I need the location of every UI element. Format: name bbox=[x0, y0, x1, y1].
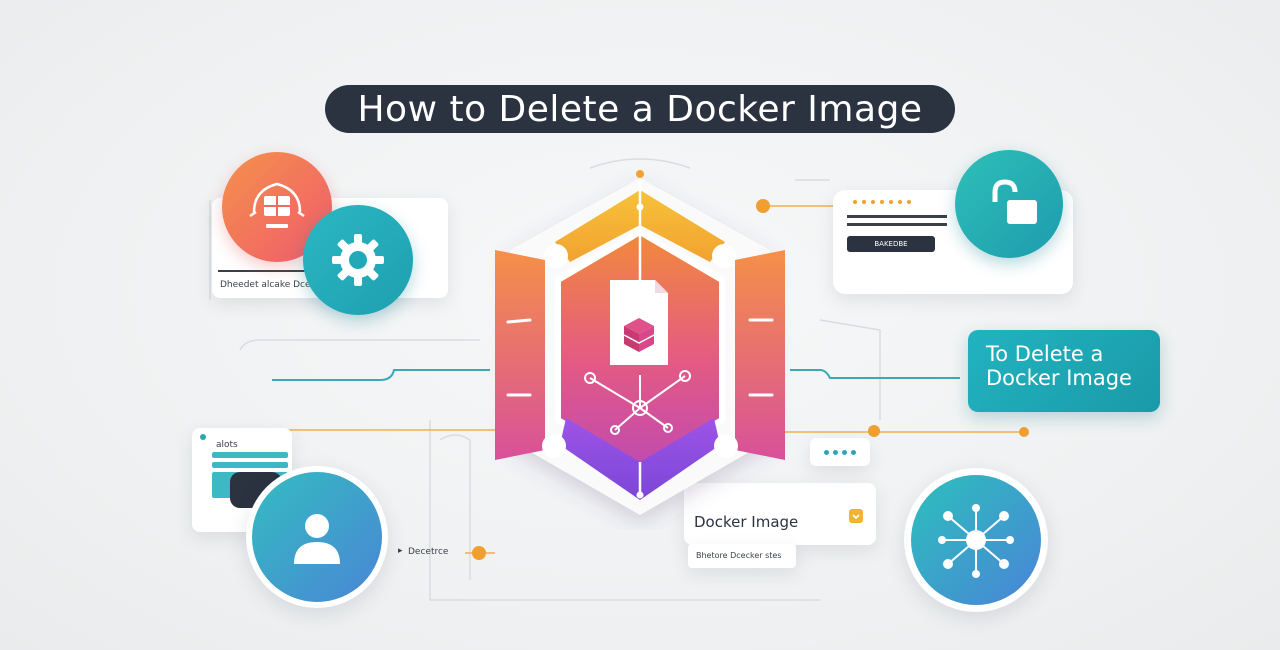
dot-row bbox=[853, 200, 911, 204]
bottom-caption-pointer: ▸ bbox=[398, 546, 403, 556]
gear-icon[interactable] bbox=[303, 205, 413, 315]
user-icon[interactable] bbox=[252, 472, 382, 602]
docker-image-sub: Bhetore Dcecker stes bbox=[696, 551, 782, 560]
teal-card-line2: Docker Image bbox=[986, 366, 1132, 390]
central-hexagon-shield bbox=[495, 170, 785, 515]
divider bbox=[218, 270, 313, 272]
teal-card-line1: To Delete a bbox=[986, 342, 1104, 366]
top-left-caption: Dheedet alcake Dcer bbox=[220, 280, 315, 290]
document-cube-icon bbox=[610, 280, 668, 365]
bar bbox=[212, 452, 288, 458]
docker-image-label: Docker Image bbox=[694, 513, 799, 531]
docker-image-card[interactable]: Docker Image bbox=[684, 483, 876, 545]
card-button[interactable]: BAKEDBE bbox=[847, 236, 935, 252]
status-dot bbox=[200, 434, 206, 440]
dots-card bbox=[810, 438, 870, 466]
download-icon[interactable] bbox=[849, 509, 863, 523]
left-card-caption: alots bbox=[216, 440, 238, 450]
bar bbox=[212, 462, 288, 468]
text-line bbox=[847, 223, 947, 226]
page-title: How to Delete a Docker Image bbox=[325, 85, 955, 133]
unlock-icon[interactable] bbox=[955, 150, 1063, 258]
text-line bbox=[847, 215, 947, 218]
delete-docker-image-card[interactable]: To Delete a Docker Image bbox=[968, 330, 1160, 412]
bottom-caption: Decetrce bbox=[408, 547, 449, 557]
docker-image-sub-card: Bhetore Dcecker stes bbox=[688, 544, 796, 568]
network-icon[interactable] bbox=[911, 475, 1041, 605]
